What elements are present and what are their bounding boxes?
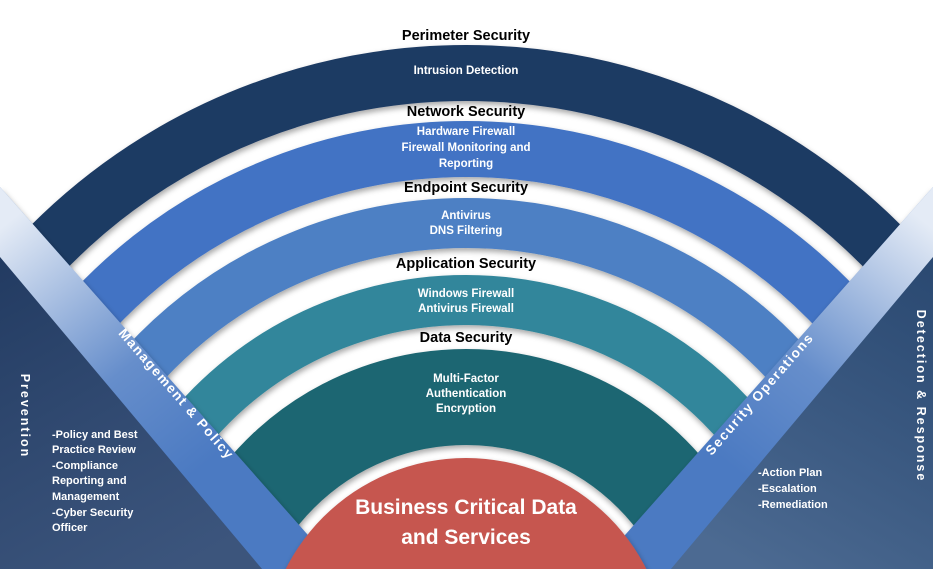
detection-response-label: Detection & Response — [914, 310, 928, 483]
prevention-list-line-5: Management — [52, 491, 120, 503]
ring-network-security — [0, 121, 933, 538]
core-circle — [285, 458, 647, 569]
network-item-line-3: Reporting — [439, 158, 493, 170]
response-list-line-2: -Escalation — [758, 483, 817, 495]
security-rings — [0, 45, 933, 569]
title-network-security: Network Security — [407, 104, 525, 120]
data-item-line-3: Encryption — [436, 403, 496, 415]
application-item-line-1: Windows Firewall — [418, 288, 514, 300]
ring-data-security — [168, 349, 764, 569]
response-list-line-3: -Remediation — [758, 499, 828, 511]
endpoint-item-line-1: Antivirus — [441, 210, 491, 222]
title-data-security: Data Security — [420, 330, 513, 346]
response-list-line-1: -Action Plan — [758, 467, 822, 479]
prevention-list-line-7: Officer — [52, 522, 88, 534]
prevention-list-line-6: -Cyber Security — [52, 507, 134, 519]
ring-perimeter-security — [0, 45, 933, 354]
prevention-list-line-1: -Policy and Best — [52, 429, 138, 441]
application-item-line-2: Antivirus Firewall — [418, 303, 514, 315]
prevention-list-line-4: Reporting and — [52, 475, 127, 487]
layer-items: Intrusion Detection Hardware Firewall Fi… — [401, 65, 530, 415]
endpoint-item-line-2: DNS Filtering — [430, 225, 503, 237]
perimeter-item: Intrusion Detection — [414, 65, 519, 77]
network-item-line-1: Hardware Firewall — [417, 126, 515, 138]
layer-titles: Perimeter Security Network Security Endp… — [396, 28, 536, 346]
network-item-line-2: Firewall Monitoring and — [401, 142, 530, 154]
right-triangle-shade — [671, 257, 933, 569]
core-label-line-1: Business Critical Data — [355, 496, 577, 519]
prevention-list: -Policy and Best Practice Review -Compli… — [52, 429, 138, 534]
ring-endpoint-security — [13, 198, 919, 569]
title-endpoint-security: Endpoint Security — [404, 180, 528, 196]
data-item-line-1: Multi-Factor — [433, 373, 499, 385]
left-triangle-shade — [0, 257, 262, 569]
right-panel — [595, 187, 933, 569]
title-perimeter-security: Perimeter Security — [402, 28, 530, 44]
prevention-label: Prevention — [18, 374, 32, 459]
title-application-security: Application Security — [396, 256, 536, 272]
prevention-list-line-3: -Compliance — [52, 460, 118, 472]
core-label-line-2: and Services — [401, 526, 531, 549]
left-panel — [0, 187, 338, 569]
core-label: Business Critical Data and Services — [355, 496, 577, 549]
ring-application-security — [92, 275, 840, 569]
response-list: -Action Plan -Escalation -Remediation — [758, 467, 828, 511]
prevention-list-line-2: Practice Review — [52, 444, 136, 456]
data-item-line-2: Authentication — [426, 388, 507, 400]
